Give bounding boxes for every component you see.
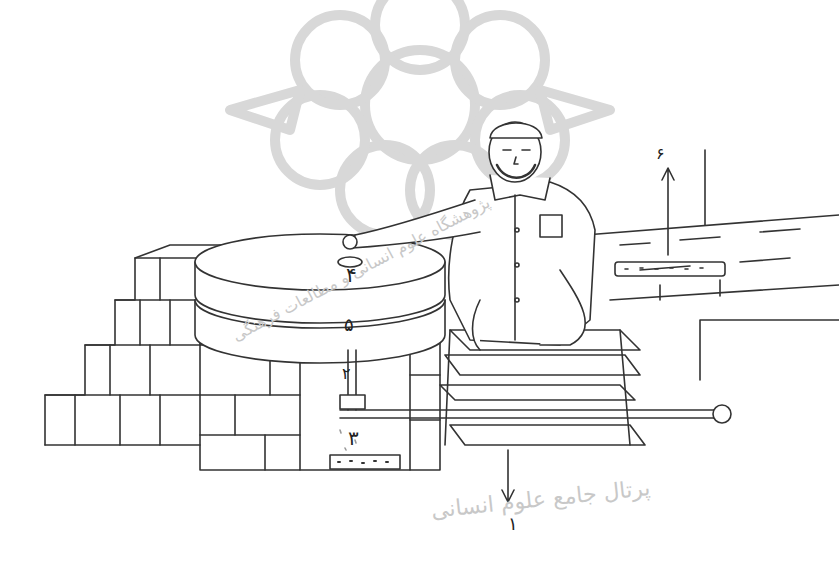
callout-number: ۶ [656,146,665,162]
callout-number: ۱ [508,515,518,533]
callout-number: ۵ [344,316,354,334]
miller-figure [343,122,595,350]
water-channel-platform [585,150,839,380]
shaft-assembly [330,350,731,469]
paddle-wheel [440,330,645,445]
callout-number: ۳ [348,428,359,448]
watermark-text: پرتال جامع علوم انسانی [430,477,651,522]
callout-number: ۲ [342,366,351,382]
